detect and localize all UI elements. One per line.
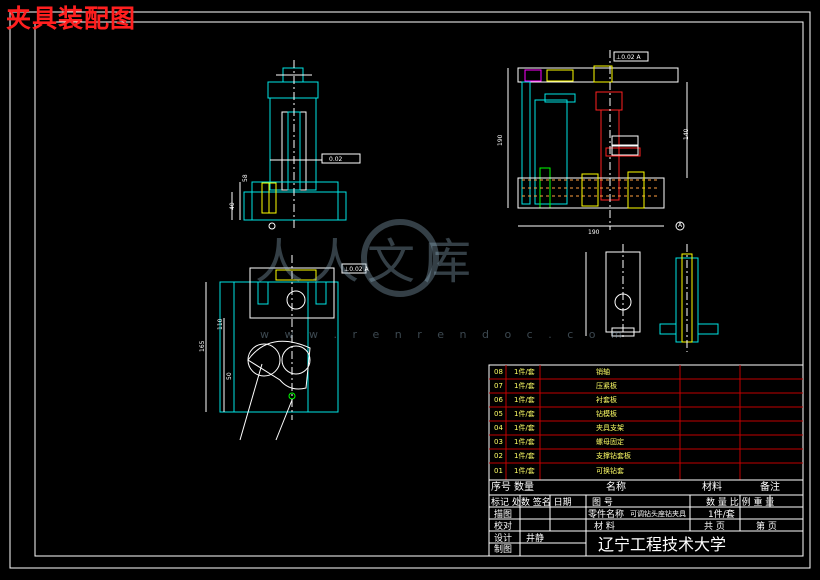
part-name: 可换钻套 xyxy=(596,467,624,475)
outer-frame xyxy=(9,11,811,569)
dimension-label: 110 xyxy=(217,318,224,330)
part-name-value: 可调钻头座钻夹具 xyxy=(630,510,686,518)
draw-label: 制图 xyxy=(494,545,513,555)
part-name: 钻模板 xyxy=(596,410,617,418)
part-name: 支撑钻套板 xyxy=(596,452,631,460)
total-pages-label: 共 页 xyxy=(704,522,725,532)
watermark-url: w w w . r e n r e n d o c . c o m xyxy=(260,328,628,341)
watermark-logo xyxy=(361,219,439,297)
part-no: 01 xyxy=(494,467,503,475)
part-name: 衬套板 xyxy=(596,396,617,404)
section-marker: A xyxy=(678,222,683,229)
part-qty: 1件/套 xyxy=(514,410,535,418)
per-set: 1件/套 xyxy=(708,510,735,520)
drawing-no-label: 图 号 xyxy=(592,498,613,508)
part-qty: 1件/套 xyxy=(514,438,535,446)
watermark: 人人文库 xyxy=(255,234,480,290)
part-qty: 1件/套 xyxy=(514,424,535,432)
page-title: 夹具装配图 xyxy=(6,4,137,33)
drawn-label: 描图 xyxy=(494,510,513,520)
design-label: 设计 xyxy=(494,534,513,544)
inner-frame xyxy=(34,21,804,557)
view-top-left xyxy=(205,255,367,441)
qty-scale-weight-label: 数 量 比 例 重 量 xyxy=(706,498,775,508)
dimension-label: 0.02 xyxy=(329,156,343,163)
dimension-label: 50 xyxy=(226,372,233,380)
part-no: 04 xyxy=(494,424,503,432)
dimension-label: 140 xyxy=(683,128,690,140)
dimension-label: 190 xyxy=(497,134,504,146)
header-material: 材料 xyxy=(702,482,722,493)
part-no: 08 xyxy=(494,368,503,376)
title-block-grid xyxy=(488,364,804,557)
dimension-label: 58 xyxy=(242,174,249,182)
part-no: 05 xyxy=(494,410,503,418)
page-no-label: 第 页 xyxy=(756,522,777,532)
part-no: 07 xyxy=(494,382,503,390)
header-note: 备注 xyxy=(760,482,780,493)
view-part-details xyxy=(585,244,719,352)
check-label: 校对 xyxy=(494,522,513,532)
university-name: 辽宁工程技术大学 xyxy=(598,535,727,554)
dimension-label: ⊥0.02 A xyxy=(616,54,641,61)
part-no: 06 xyxy=(494,396,503,404)
part-no: 03 xyxy=(494,438,503,446)
view-section-right xyxy=(507,50,688,231)
part-name-label: 零件名称 xyxy=(588,510,625,520)
part-name: 螺母固定 xyxy=(596,438,624,446)
part-no: 02 xyxy=(494,452,503,460)
part-qty: 1件/套 xyxy=(514,467,535,475)
mark-row: 标记 处数 签名 日期 xyxy=(491,498,572,508)
part-qty: 1件/套 xyxy=(514,396,535,404)
header-qty: 数量 xyxy=(514,482,534,493)
designer-name: 井静 xyxy=(526,534,545,544)
header-no: 序号 xyxy=(491,482,511,493)
dimension-label: 40 xyxy=(229,202,236,210)
dimension-label: 165 xyxy=(199,340,206,352)
material-label: 材 料 xyxy=(594,522,615,532)
part-qty: 1件/套 xyxy=(514,452,535,460)
part-name: 销轴 xyxy=(596,368,610,376)
part-name: 夹具支架 xyxy=(596,424,624,432)
part-qty: 1件/套 xyxy=(514,368,535,376)
dimension-label: ⊥0.02 A xyxy=(344,266,369,273)
header-name: 名称 xyxy=(606,482,626,493)
part-qty: 1件/套 xyxy=(514,382,535,390)
part-name: 压紧板 xyxy=(596,382,617,390)
dimension-label: 190 xyxy=(588,229,600,236)
view-front-left xyxy=(231,60,361,230)
